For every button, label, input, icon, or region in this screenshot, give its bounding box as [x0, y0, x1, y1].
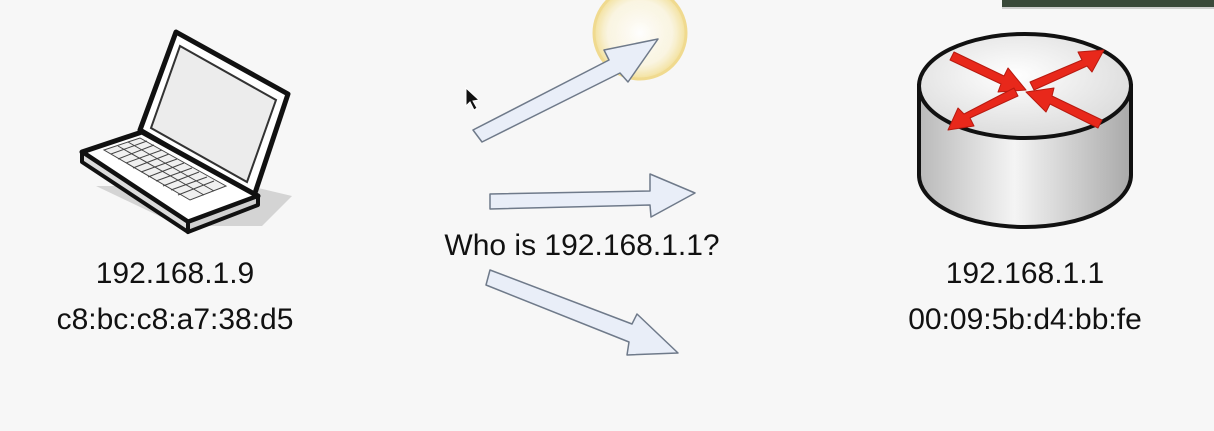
arp-request-question: Who is 192.168.1.1?	[444, 229, 720, 262]
broadcast-arrow-down	[485, 269, 679, 356]
broadcast-arrow-up	[472, 38, 659, 143]
router-mac-address: 00:09:5b:d4:bb:fe	[908, 303, 1142, 336]
router-icon	[917, 32, 1133, 229]
laptop-ip-address: 192.168.1.9	[95, 257, 255, 290]
broadcast-arrow-middle	[489, 173, 696, 218]
mouse-pointer-icon	[465, 86, 481, 111]
laptop-icon	[79, 29, 292, 234]
router-ip-address: 192.168.1.1	[945, 257, 1105, 290]
laptop-mac-address: c8:bc:c8:a7:38:d5	[56, 303, 294, 336]
video-thumbnail-edge	[1002, 0, 1214, 9]
